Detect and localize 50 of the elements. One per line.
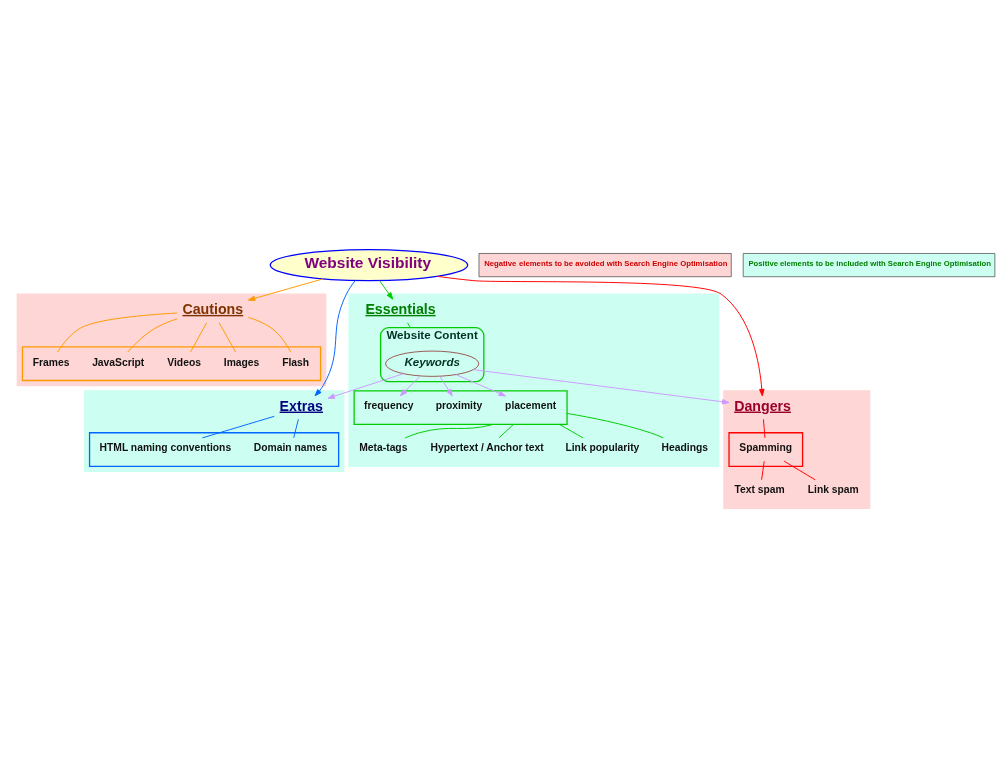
- connector: [201, 415, 275, 438]
- node-text: proximity: [435, 399, 483, 411]
- node-text: Link spam: [807, 483, 859, 495]
- connector: [190, 321, 208, 353]
- connector: [127, 317, 178, 352]
- node-ellipse: Keywords: [385, 350, 480, 377]
- node-text: Meta-tags: [359, 441, 408, 453]
- node-text: Link popularity: [565, 441, 640, 453]
- node-text: Flash: [282, 356, 310, 368]
- arrow: [436, 275, 765, 396]
- node-text: Essentials: [365, 300, 436, 317]
- connector: [57, 312, 178, 352]
- node-text: Videos: [167, 356, 201, 368]
- node-text: Dangers: [734, 397, 791, 414]
- connector: [558, 423, 584, 438]
- arrow: [473, 368, 730, 404]
- arrow: [439, 375, 453, 396]
- node-text: JavaScript: [92, 356, 145, 368]
- arrow: [314, 279, 356, 396]
- node-text: Extras: [279, 397, 323, 414]
- node-text: Images: [223, 356, 260, 368]
- cluster: [728, 431, 804, 467]
- connector: [498, 423, 514, 438]
- arrow: [327, 372, 404, 399]
- node-text: HTML naming conventions: [99, 441, 232, 453]
- node-text: Headings: [661, 441, 709, 453]
- node-text: placement: [505, 399, 557, 411]
- connector: [218, 321, 237, 353]
- connector: [406, 321, 411, 328]
- node-text: Text spam: [734, 483, 785, 495]
- node-ellipse: Website Visibility: [269, 248, 469, 281]
- connector: [762, 418, 766, 438]
- cluster: [21, 345, 322, 381]
- arrow: [379, 279, 394, 300]
- connector: [247, 316, 292, 353]
- arrow: [399, 375, 421, 396]
- connector: [404, 423, 494, 438]
- node-text: frequency: [364, 399, 414, 411]
- connector: [783, 460, 816, 480]
- node-text: Hypertext / Anchor text: [430, 441, 544, 453]
- cluster: [88, 431, 340, 467]
- node-text: Frames: [32, 356, 70, 368]
- arrow: [455, 373, 506, 396]
- connector: [761, 460, 765, 480]
- node-text: Cautions: [182, 300, 244, 317]
- node-text: Spamming: [739, 441, 793, 453]
- arrow: [247, 277, 324, 301]
- connector: [293, 418, 299, 438]
- node-text: Domain names: [253, 441, 328, 453]
- connector: [566, 412, 664, 438]
